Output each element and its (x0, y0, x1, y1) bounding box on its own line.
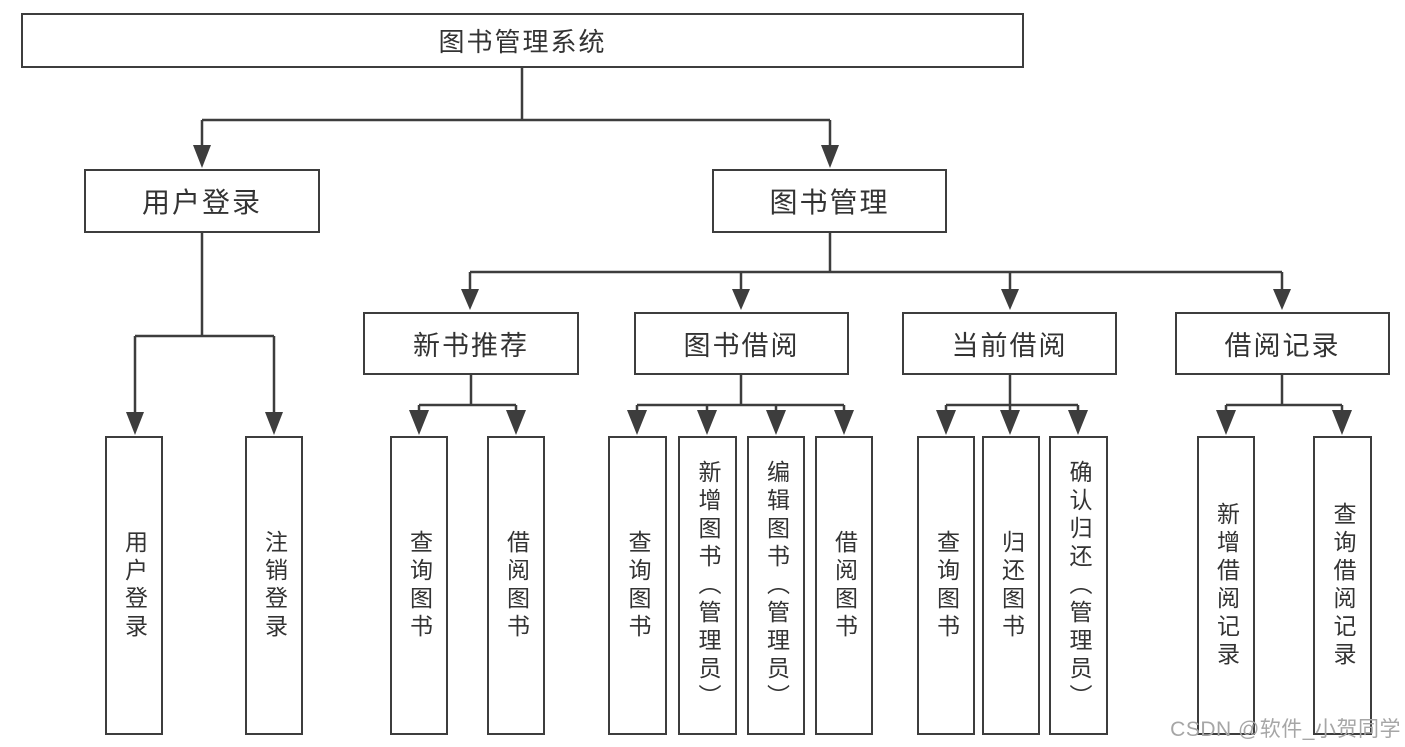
node-leaf-borrow-books-1: 借阅图书 (487, 436, 545, 735)
node-current-borrow-label: 当前借阅 (951, 331, 1068, 361)
watermark: CSDN @软件_小贺同学 (1170, 718, 1401, 741)
arrowhead (936, 410, 956, 435)
arrowhead (126, 412, 144, 435)
arrowhead (697, 410, 717, 435)
node-root: 图书管理系统 (21, 13, 1024, 68)
arrowhead (506, 410, 526, 435)
arrowhead (1000, 410, 1020, 435)
node-book-management-label: 图书管理 (769, 187, 890, 218)
arrowhead (409, 410, 429, 435)
connector-book-borrow (635, 375, 846, 411)
connector-user-login (133, 233, 276, 412)
connector-new-book (417, 375, 518, 411)
node-leaf-query-books-2: 查询图书 (608, 436, 667, 735)
node-leaf-query-books-3: 查询图书 (917, 436, 975, 735)
connector-borrow-records (1224, 375, 1344, 411)
connector-book-management (468, 233, 1284, 290)
node-new-book-recommend-label: 新书推荐 (413, 331, 529, 361)
arrowhead (461, 289, 479, 310)
arrowhead (627, 410, 647, 435)
node-leaf-confirm-return-admin: 确认归还（管理员） (1049, 436, 1108, 735)
arrowhead (732, 289, 750, 310)
node-leaf-add-borrow-record: 新增借阅记录 (1197, 436, 1255, 735)
connector-current-borrow (944, 375, 1080, 411)
node-leaf-borrow-books-2: 借阅图书 (815, 436, 873, 735)
node-leaf-user-login: 用户登录 (105, 436, 163, 735)
arrowhead (265, 412, 283, 435)
node-user-login: 用户登录 (84, 169, 320, 233)
connector-root (200, 68, 832, 146)
arrowhead (193, 145, 211, 168)
node-leaf-query-borrow-record: 查询借阅记录 (1313, 436, 1372, 735)
node-root-label: 图书管理系统 (438, 27, 607, 57)
arrowheads (126, 145, 1352, 435)
node-leaf-logout: 注销登录 (245, 436, 303, 735)
arrowhead (766, 410, 786, 435)
node-leaf-add-book-admin: 新增图书（管理员） (678, 436, 737, 735)
node-current-borrow: 当前借阅 (902, 312, 1117, 375)
node-leaf-return-book: 归还图书 (982, 436, 1040, 735)
node-user-login-label: 用户登录 (141, 187, 262, 218)
node-leaf-edit-book-admin: 编辑图书（管理员） (747, 436, 805, 735)
node-book-management: 图书管理 (712, 169, 947, 233)
connector-lines (133, 68, 1344, 412)
arrowhead (1068, 410, 1088, 435)
node-borrow-records-label: 借阅记录 (1224, 331, 1341, 361)
arrowhead (1216, 410, 1236, 435)
node-new-book-recommend: 新书推荐 (363, 312, 579, 375)
arrowhead (1332, 410, 1352, 435)
node-leaf-query-books-1: 查询图书 (390, 436, 448, 735)
node-borrow-records: 借阅记录 (1175, 312, 1390, 375)
arrowhead (1273, 289, 1291, 310)
arrowhead (834, 410, 854, 435)
node-book-borrow-label: 图书借阅 (683, 331, 800, 361)
node-book-borrow: 图书借阅 (634, 312, 849, 375)
arrowhead (1001, 289, 1019, 310)
arrowhead (821, 145, 839, 168)
